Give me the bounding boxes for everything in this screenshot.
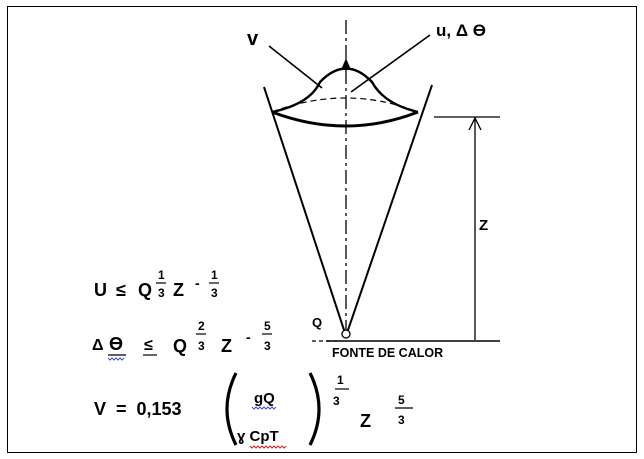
- plume-cap: [271, 67, 419, 114]
- f3-exp1-num: 1: [337, 373, 344, 387]
- f3-z: Z: [360, 411, 371, 431]
- f3-exp2-num: 5: [398, 393, 405, 407]
- f2-le: ≤: [144, 337, 153, 354]
- f1-q-exp-den: 3: [158, 286, 165, 300]
- f2-z-exp-sign: -: [246, 329, 251, 345]
- f3-exp2-den: 3: [398, 413, 405, 427]
- label-u-delta-theta: u, Δ ϴ: [436, 21, 486, 40]
- axis-arrow-head: [341, 58, 351, 70]
- f1-q: Q: [138, 280, 152, 300]
- f1-z-exp-num: 1: [211, 268, 218, 282]
- f1-le: ≤: [116, 280, 126, 300]
- f3-left-paren: [225, 372, 238, 446]
- heat-source-point: [341, 329, 351, 339]
- formula-v: V = 0,153 gQ ɣ CpT 1 3 Z 5 3: [94, 372, 413, 449]
- f2-z-exp-num: 5: [264, 319, 271, 333]
- f3-right-paren: [308, 372, 321, 446]
- figure-frame: [7, 6, 637, 453]
- cone-right-side: [346, 84, 433, 334]
- f3-lhs: V = 0,153: [94, 399, 182, 419]
- f3-den-squiggle: [249, 445, 287, 449]
- f1-q-exp-num: 1: [158, 268, 165, 282]
- f3-frac-den: ɣ CpT: [237, 428, 279, 445]
- formula-delta-theta: Δ ϴ ≤ Q 2 3 Z - 5 3: [92, 319, 272, 361]
- f2-q-exp-num: 2: [198, 319, 205, 333]
- formula-u: U ≤ Q 1 3 Z - 1 3: [94, 268, 219, 300]
- f1-u: U: [94, 280, 107, 300]
- label-q-source: Q: [312, 315, 322, 330]
- label-z: Z: [479, 217, 488, 234]
- f3-frac-num: gQ: [254, 390, 275, 407]
- f1-z-exp-den: 3: [211, 286, 218, 300]
- f2-z: Z: [221, 336, 232, 356]
- f2-theta: ϴ: [109, 334, 123, 354]
- f2-spell-squiggle: [107, 357, 125, 361]
- f2-q-exp-den: 3: [198, 339, 205, 353]
- label-heat-source: FONTE DE CALOR: [332, 346, 443, 360]
- f2-delta: Δ: [92, 337, 104, 354]
- z-arrow-head: [468, 116, 482, 131]
- label-v: v: [247, 28, 259, 50]
- f3-num-squiggle: [251, 406, 277, 410]
- f2-z-exp-den: 3: [264, 339, 271, 353]
- f1-z-exp-sign: -: [195, 275, 200, 291]
- cone-left-side: [263, 86, 346, 334]
- v-leader-line: [268, 45, 323, 89]
- plume-back-ellipse: [271, 97, 419, 113]
- plume-front-ellipse: [271, 110, 419, 128]
- f2-q: Q: [173, 336, 187, 356]
- f1-z: Z: [173, 280, 184, 300]
- u-leader-line: [350, 34, 431, 93]
- f3-exp1-den: 3: [333, 394, 340, 408]
